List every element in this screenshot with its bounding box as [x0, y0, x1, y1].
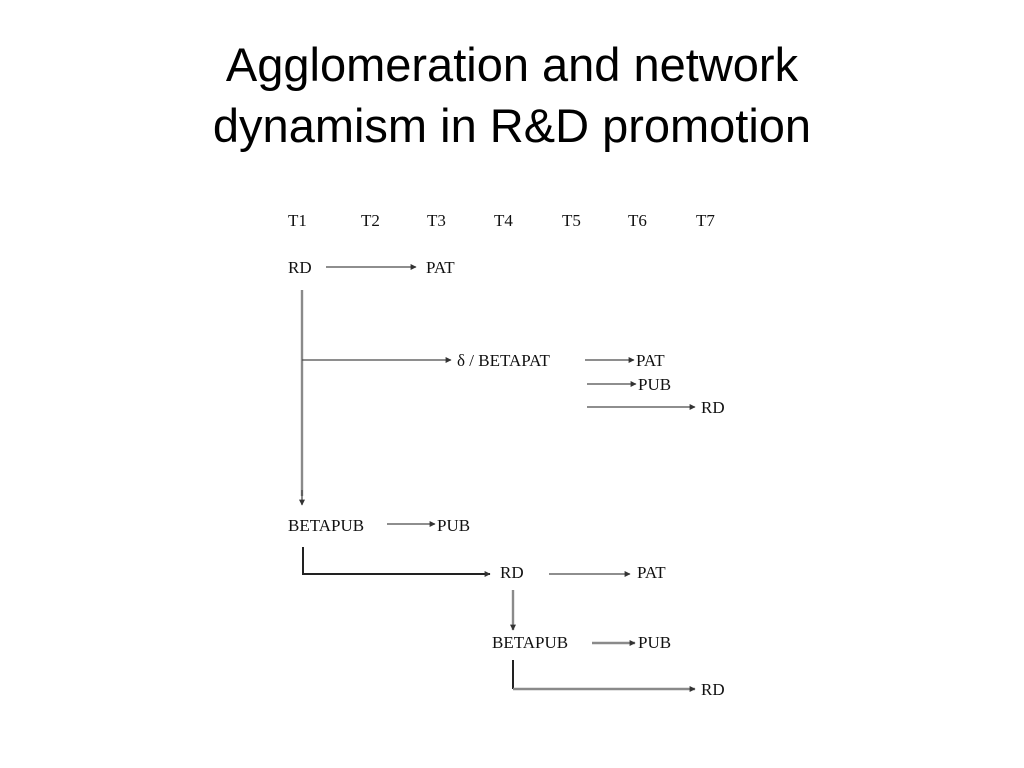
diagram-nodes: RD PAT δ / BETAPAT PAT PUB RD BETAPUB PU…	[288, 258, 725, 699]
node-pub-t6: PUB	[638, 375, 671, 394]
time-label-t7: T7	[696, 211, 715, 230]
diagram-connectors	[299, 264, 696, 692]
node-betapub-t4: BETAPUB	[492, 633, 568, 652]
node-rd-t7-lower: RD	[701, 680, 725, 699]
node-pat-t3: PAT	[426, 258, 455, 277]
time-label-t3: T3	[427, 211, 446, 230]
node-pub-t6-lower: PUB	[638, 633, 671, 652]
node-pat-t6: PAT	[636, 351, 665, 370]
time-label-t4: T4	[494, 211, 513, 230]
node-rd-t7-upper: RD	[701, 398, 725, 417]
time-label-t2: T2	[361, 211, 380, 230]
node-pub-t3: PUB	[437, 516, 470, 535]
node-rd-t4: RD	[500, 563, 524, 582]
elbow-betapub-to-rd	[302, 547, 491, 577]
node-betapat: δ / BETAPAT	[457, 351, 551, 370]
slide-title-line-1: Agglomeration and network	[225, 38, 799, 91]
time-label-t6: T6	[628, 211, 647, 230]
time-label-t1: T1	[288, 211, 307, 230]
node-pat-t6-lower: PAT	[637, 563, 666, 582]
time-axis: T1 T2 T3 T4 T5 T6 T7	[288, 211, 715, 230]
node-rd-t1: RD	[288, 258, 312, 277]
slide-title-line-2: dynamism in R&D promotion	[212, 99, 812, 152]
slide-title: Agglomeration and network dynamism in R&…	[0, 34, 1024, 156]
node-betapub-t1: BETAPUB	[288, 516, 364, 535]
time-label-t5: T5	[562, 211, 581, 230]
